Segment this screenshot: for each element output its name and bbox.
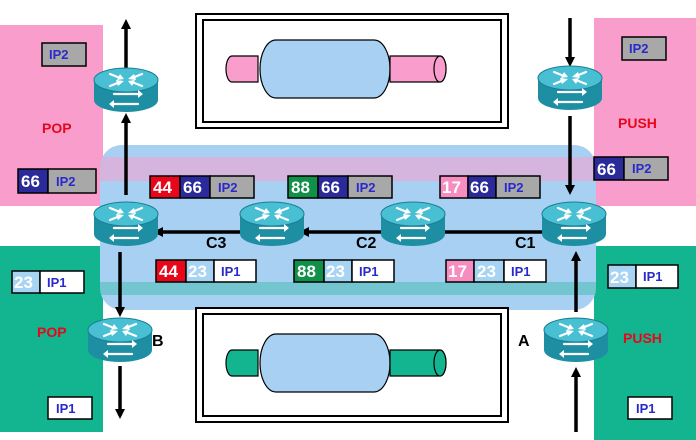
router-icon[interactable] bbox=[542, 316, 610, 364]
packet-44-66-ip2: 44 66 IP2 bbox=[149, 175, 255, 199]
pop-label-bottom: POP bbox=[37, 324, 67, 340]
svg-text:IP1: IP1 bbox=[636, 401, 656, 416]
svg-text:44: 44 bbox=[159, 262, 178, 281]
svg-text:IP1: IP1 bbox=[511, 264, 531, 279]
svg-text:17: 17 bbox=[442, 178, 461, 197]
push-label-top: PUSH bbox=[618, 115, 657, 131]
packet-88-66-ip2: 88 66 IP2 bbox=[287, 175, 393, 199]
svg-text:IP2: IP2 bbox=[504, 180, 524, 195]
svg-text:IP2: IP2 bbox=[632, 161, 652, 176]
svg-text:88: 88 bbox=[297, 262, 316, 281]
action-labels: POP PUSH POP PUSH bbox=[37, 115, 662, 346]
packet-ip1-ingress: IP1 bbox=[627, 396, 673, 420]
packet-17-66-ip2: 17 66 IP2 bbox=[439, 175, 541, 199]
packet-88-23-ip1: 88 23 IP1 bbox=[293, 259, 395, 283]
packet-23-ip1-push: 23 IP1 bbox=[607, 264, 679, 289]
router-icon[interactable] bbox=[238, 200, 306, 248]
svg-text:88: 88 bbox=[291, 178, 310, 197]
tunnel-illustration-bottom bbox=[195, 307, 509, 423]
svg-text:IP2: IP2 bbox=[56, 174, 76, 189]
svg-text:23: 23 bbox=[477, 262, 496, 281]
router-icon[interactable] bbox=[379, 200, 447, 248]
packet-ip2-egress: IP2 bbox=[41, 42, 87, 67]
packet-ip2-ingress: IP2 bbox=[621, 36, 667, 61]
svg-text:66: 66 bbox=[470, 178, 489, 197]
router-icon[interactable] bbox=[536, 64, 604, 112]
packet-66-ip2-push: 66 IP2 bbox=[593, 156, 669, 181]
svg-text:IP2: IP2 bbox=[356, 180, 376, 195]
svg-text:IP1: IP1 bbox=[47, 275, 67, 290]
svg-text:66: 66 bbox=[321, 178, 340, 197]
pop-label-top: POP bbox=[42, 120, 72, 136]
node-label-c2: C2 bbox=[356, 235, 377, 252]
packet-23-ip1-pop: 23 IP1 bbox=[11, 270, 85, 294]
svg-text:IP2: IP2 bbox=[218, 180, 238, 195]
router-icon[interactable] bbox=[540, 200, 608, 248]
node-names: C3 C2 C1 B A bbox=[152, 235, 536, 350]
tunnel-illustration-top bbox=[195, 13, 509, 129]
bottom-lsp-labels: IP1 23 IP1 17 23 IP1 88 23 IP1 bbox=[11, 259, 679, 420]
packet-44-23-ip1: 44 23 IP1 bbox=[155, 259, 257, 283]
packet-66-ip2-pop: 66 IP2 bbox=[17, 168, 97, 194]
router-icon[interactable] bbox=[92, 66, 160, 114]
router-icon[interactable] bbox=[86, 316, 154, 364]
top-lsp-labels: IP2 66 IP2 17 66 IP2 88 66 IP2 bbox=[17, 36, 669, 199]
node-label-c1: C1 bbox=[515, 235, 536, 252]
svg-text:IP2: IP2 bbox=[49, 47, 69, 62]
svg-text:66: 66 bbox=[597, 160, 616, 179]
router-icon[interactable] bbox=[92, 200, 160, 248]
tunnel-pipe-icon bbox=[225, 349, 259, 377]
push-label-bottom: PUSH bbox=[623, 330, 662, 346]
svg-text:23: 23 bbox=[14, 273, 33, 292]
svg-text:17: 17 bbox=[448, 262, 467, 281]
svg-text:IP1: IP1 bbox=[359, 264, 379, 279]
green-lsp-strip bbox=[100, 282, 596, 295]
svg-text:IP1: IP1 bbox=[643, 269, 663, 284]
svg-text:IP2: IP2 bbox=[629, 41, 649, 56]
node-label-a: A bbox=[518, 333, 530, 350]
packet-17-23-ip1: 17 23 IP1 bbox=[445, 259, 547, 283]
svg-text:23: 23 bbox=[188, 262, 207, 281]
packet-ip1-egress: IP1 bbox=[47, 396, 93, 420]
tunnel-pipe-icon bbox=[225, 55, 259, 83]
svg-text:66: 66 bbox=[183, 178, 202, 197]
svg-text:IP1: IP1 bbox=[221, 264, 241, 279]
node-label-b: B bbox=[152, 333, 164, 350]
svg-text:66: 66 bbox=[21, 172, 40, 191]
node-label-c3: C3 bbox=[206, 235, 227, 252]
svg-text:44: 44 bbox=[153, 178, 172, 197]
svg-text:23: 23 bbox=[610, 268, 629, 287]
svg-text:IP1: IP1 bbox=[56, 401, 76, 416]
svg-text:23: 23 bbox=[326, 262, 345, 281]
